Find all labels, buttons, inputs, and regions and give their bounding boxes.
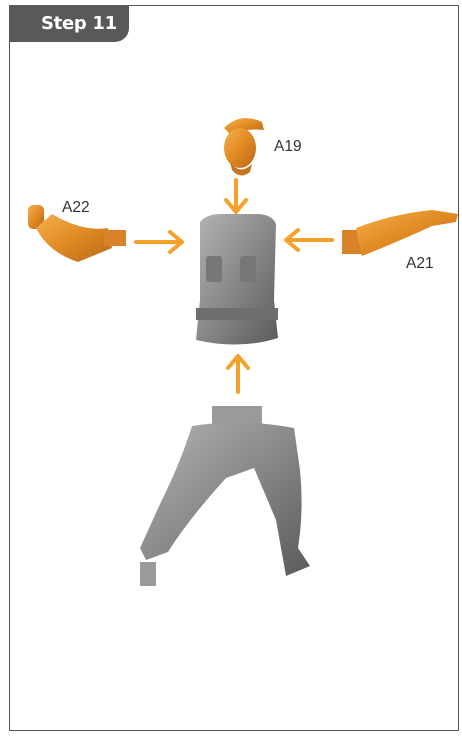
- arrow-down-head: [226, 180, 246, 212]
- head-part: [224, 118, 264, 175]
- label-a21: A21: [406, 255, 434, 273]
- arrow-right-left-arm: [136, 232, 182, 252]
- right-arm-part: [342, 210, 458, 256]
- torso-part: [196, 214, 278, 345]
- label-a19: A19: [274, 138, 302, 156]
- label-a22: A22: [62, 199, 90, 217]
- arrow-up-legs: [228, 356, 248, 392]
- legs-part: [140, 406, 310, 586]
- arrow-left-right-arm: [286, 230, 332, 250]
